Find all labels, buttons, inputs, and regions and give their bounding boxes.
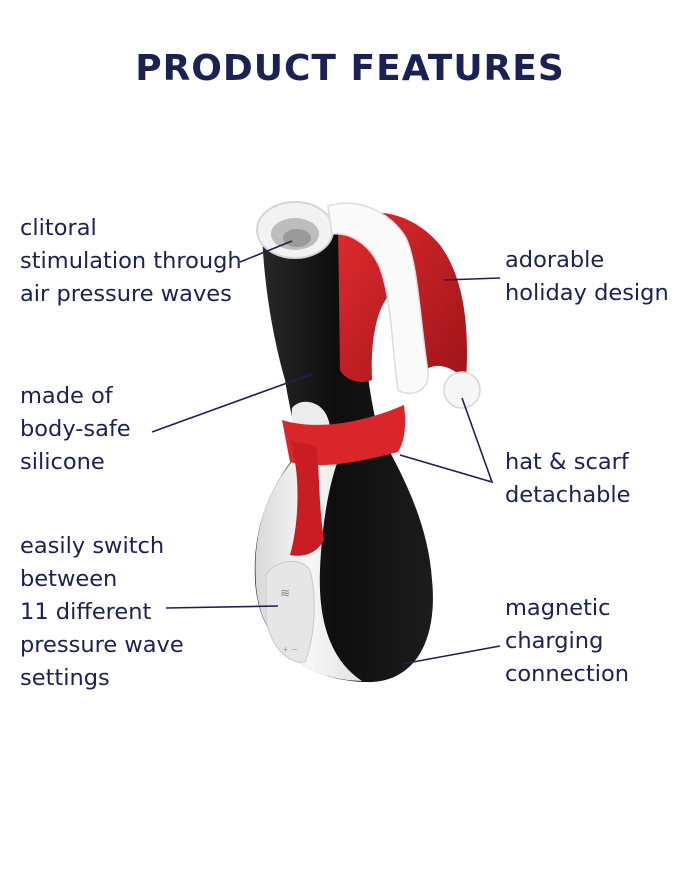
- feature-magnetic-charging: magnetic charging connection: [505, 592, 629, 691]
- feature-line: adorable: [505, 247, 605, 273]
- feature-line: air pressure waves: [20, 281, 232, 307]
- santa-hat: [338, 212, 467, 382]
- feature-line: connection: [505, 661, 629, 687]
- feature-line: made of: [20, 383, 113, 409]
- feature-line: silicone: [20, 449, 105, 475]
- feature-line: holiday design: [505, 280, 669, 306]
- feature-line: stimulation through: [20, 248, 242, 274]
- feature-settings: easily switch between 11 different press…: [20, 530, 184, 695]
- feature-line: settings: [20, 665, 110, 691]
- leader-line-holiday: [443, 277, 501, 281]
- feature-line: pressure wave: [20, 632, 184, 658]
- feature-holiday-design: adorable holiday design: [505, 244, 669, 310]
- control-panel: [265, 560, 315, 663]
- leader-line-pressure: [239, 240, 293, 263]
- feature-line: easily switch: [20, 533, 165, 559]
- plus-minus-button-icon: + −: [282, 645, 298, 654]
- feature-body-safe: made of body-safe silicone: [20, 380, 131, 479]
- feature-line: between: [20, 566, 118, 592]
- page-title: PRODUCT FEATURES: [135, 48, 565, 89]
- leader-line-silicone: [151, 373, 313, 433]
- leader-line-settings: [165, 605, 279, 609]
- leader-line-charging: [401, 645, 501, 665]
- feature-line: detachable: [505, 482, 631, 508]
- feature-line: 11 different: [20, 599, 152, 625]
- feature-line: magnetic: [505, 595, 611, 621]
- feature-air-pressure: clitoral stimulation through air pressur…: [20, 212, 242, 311]
- feature-line: charging: [505, 628, 604, 654]
- leader-line-detachable: [399, 397, 494, 484]
- feature-line: hat & scarf: [505, 449, 629, 475]
- wave-symbol-icon: ≋: [280, 586, 290, 600]
- feature-detachable: hat & scarf detachable: [505, 446, 631, 512]
- pompom: [443, 371, 481, 409]
- feature-line: clitoral: [20, 215, 97, 241]
- feature-line: body-safe: [20, 416, 131, 442]
